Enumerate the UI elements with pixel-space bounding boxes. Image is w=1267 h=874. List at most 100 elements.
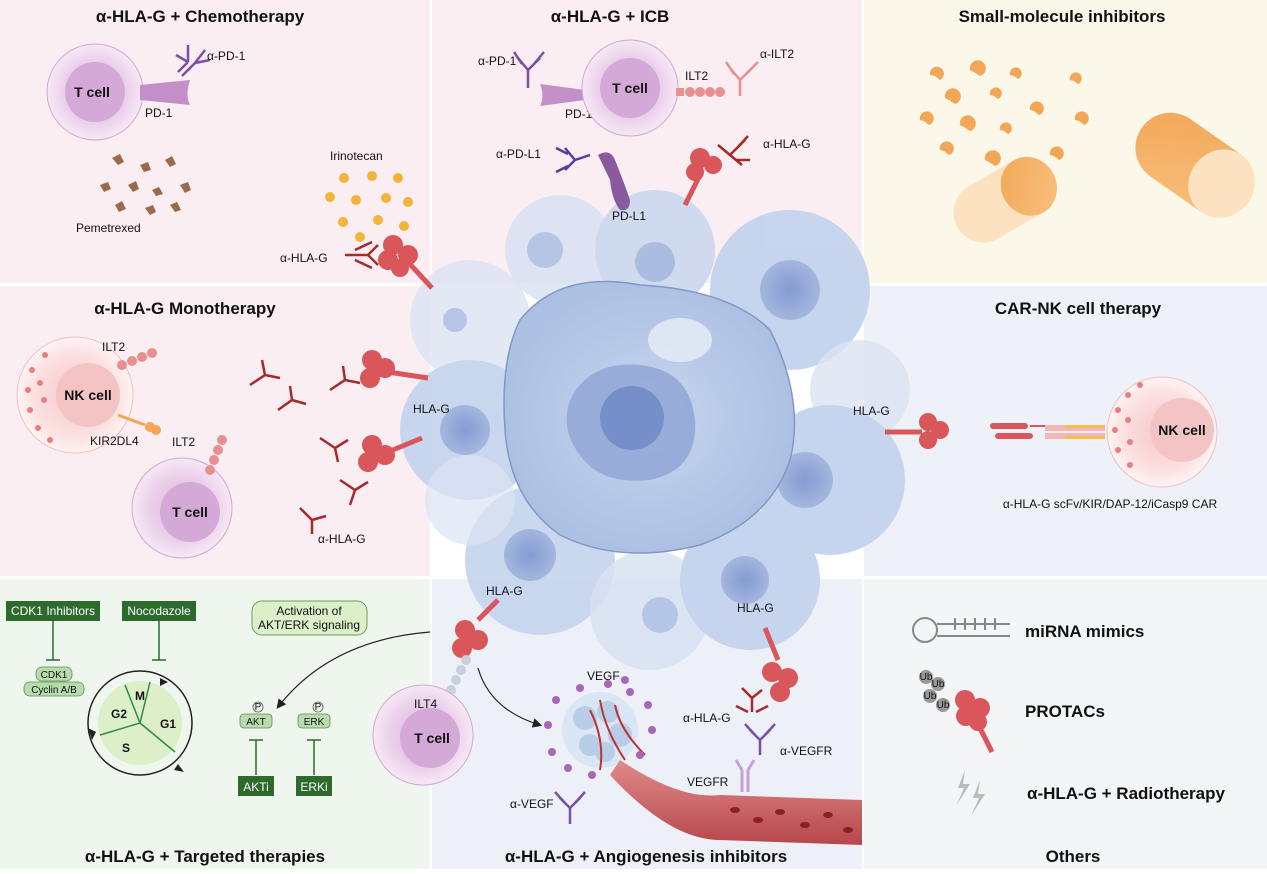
icb-pd1-label: PD-1 bbox=[565, 107, 593, 121]
akt-p-label: P bbox=[255, 702, 262, 713]
cyclin-box bbox=[23, 681, 85, 697]
blood-vessel bbox=[610, 760, 862, 845]
mirna-label: miRNA mimics bbox=[1025, 622, 1144, 641]
radio-label: α-HLA-G + Radiotherapy bbox=[1027, 784, 1225, 803]
mono-t-cell: T cell bbox=[131, 457, 233, 559]
icb-t-cell: T cell bbox=[581, 39, 679, 137]
chemo-anti-hlag-antibody bbox=[345, 240, 379, 270]
akti-label: AKTi bbox=[243, 780, 269, 794]
panel-chemo-bg bbox=[0, 0, 430, 283]
icb-ilt2-receptor bbox=[676, 87, 725, 97]
cdk1-inhibitors-label: CDK1 Inhibitors bbox=[11, 604, 95, 618]
panel-others-bg bbox=[864, 579, 1267, 869]
icb-pd1-receptor bbox=[540, 84, 585, 106]
chemo-anti-pd1-antibody bbox=[175, 45, 211, 77]
erki-box bbox=[296, 776, 332, 796]
mono-ilt2-t-label: ILT2 bbox=[172, 435, 195, 449]
icb-title: α-HLA-G + ICB bbox=[551, 7, 670, 26]
tumor-cluster bbox=[400, 190, 910, 670]
activation-line2: AKT/ERK signaling bbox=[258, 618, 360, 632]
akt-node: P AKT bbox=[239, 701, 273, 729]
others-title: Others bbox=[1046, 847, 1101, 866]
pill-capsule-right bbox=[1135, 112, 1255, 218]
mono-t-cell-label: T cell bbox=[172, 504, 208, 520]
angio-anti-hlag-label: α-HLA-G bbox=[683, 711, 731, 725]
icb-anti-ilt2-antibody bbox=[724, 61, 759, 96]
mono-kir-label: KIR2DL4 bbox=[90, 434, 139, 448]
vegf-label: VEGF bbox=[587, 669, 620, 683]
angio-hlag-left-label: HLA-G bbox=[486, 584, 523, 598]
akt-erk-inhibition-lines bbox=[249, 739, 321, 775]
protac-icon: Ub Ub Ub Ub bbox=[919, 670, 995, 754]
icb-t-cell-label: T cell bbox=[612, 80, 648, 96]
mono-ilt2-nk-receptor bbox=[117, 348, 157, 370]
mono-hlag-label: HLA-G bbox=[413, 402, 450, 416]
angio-hlag-molecule-left bbox=[452, 598, 500, 658]
angio-hlag-right-label: HLA-G bbox=[737, 601, 774, 615]
angio-t-cell: T cell bbox=[372, 684, 474, 786]
carnk-title: CAR-NK cell therapy bbox=[995, 299, 1162, 318]
icb-anti-hlag-label: α-HLA-G bbox=[763, 137, 811, 151]
icb-anti-pd1-antibody bbox=[512, 51, 545, 88]
chemo-pd1-label: PD-1 bbox=[145, 106, 173, 120]
chemo-hlag-molecule bbox=[378, 235, 434, 290]
vegf-cluster bbox=[544, 676, 656, 779]
icb-anti-ilt2-label: α-ILT2 bbox=[760, 47, 794, 61]
angio-title: α-HLA-G + Angiogenesis inhibitors bbox=[505, 847, 787, 866]
ub-label-2: Ub bbox=[932, 679, 945, 690]
akt-label: AKT bbox=[246, 717, 265, 728]
mono-title: α-HLA-G Monotherapy bbox=[94, 299, 276, 318]
activation-box: Activation of AKT/ERK signaling bbox=[251, 600, 368, 636]
mono-nk-cell: NK cell bbox=[16, 336, 134, 454]
small-molecule-particles bbox=[919, 60, 1089, 166]
activation-arrow bbox=[276, 631, 431, 709]
targeted-title: α-HLA-G + Targeted therapies bbox=[85, 847, 325, 866]
anti-vegfr-antibody bbox=[744, 723, 776, 755]
icb-pdl1-label: PD-L1 bbox=[612, 209, 646, 223]
mono-ilt2-nk-label: ILT2 bbox=[102, 340, 125, 354]
icb-anti-pd1-label: α-PD-1 bbox=[478, 54, 517, 68]
small-title: Small-molecule inhibitors bbox=[959, 7, 1166, 26]
nocodazole-label: Nocodazole bbox=[127, 604, 191, 618]
phase-g2-label: G2 bbox=[111, 707, 127, 721]
carnk-nk-cell: NK cell bbox=[1106, 376, 1218, 488]
vegfr-receptor bbox=[734, 759, 756, 792]
pemetrexed-molecules bbox=[100, 154, 191, 215]
icb-anti-pdl1-antibody bbox=[555, 146, 591, 174]
anti-vegfr-label: α-VEGFR bbox=[780, 744, 833, 758]
anti-vegf-label: α-VEGF bbox=[510, 797, 554, 811]
carnk-car-label: α-HLA-G scFv/KIR/DAP-12/iCasp9 CAR bbox=[1003, 497, 1218, 511]
chemo-anti-hlag-label: α-HLA-G bbox=[280, 251, 328, 265]
mono-anti-hlag-label: α-HLA-G bbox=[318, 532, 366, 546]
vegfr-label: VEGFR bbox=[687, 775, 729, 789]
angio-arrow bbox=[477, 667, 543, 728]
phase-s-label: S bbox=[122, 741, 130, 755]
angio-ilt4-label: ILT4 bbox=[414, 697, 437, 711]
car-construct bbox=[990, 423, 1105, 439]
carnk-hlag-molecule bbox=[885, 413, 949, 449]
carnk-hlag-label: HLA-G bbox=[853, 404, 890, 418]
mono-nk-cell-label: NK cell bbox=[64, 387, 111, 403]
carnk-nk-cell-label: NK cell bbox=[1158, 422, 1205, 438]
angio-anti-hlag-antibody bbox=[735, 687, 769, 714]
icb-anti-hlag-antibody bbox=[717, 135, 750, 166]
pemetrexed-label: Pemetrexed bbox=[76, 221, 141, 235]
phase-g1-label: G1 bbox=[160, 717, 176, 731]
erk-label: ERK bbox=[304, 717, 325, 728]
angio-t-cell-label: T cell bbox=[414, 730, 450, 746]
inhibition-lines bbox=[46, 621, 166, 661]
icb-hlag-molecule bbox=[682, 148, 722, 207]
chemo-t-cell-label: T cell bbox=[74, 84, 110, 100]
akti-box bbox=[238, 776, 274, 796]
erk-p-label: P bbox=[315, 702, 322, 713]
phase-m-label: M bbox=[135, 689, 145, 703]
chemo-pd1-receptor bbox=[140, 80, 190, 105]
angio-ilt4-receptor bbox=[446, 655, 471, 695]
nocodazole-box bbox=[122, 601, 196, 621]
mono-hlag-molecules bbox=[358, 350, 429, 472]
cell-cycle-diagram: M G1 G2 S bbox=[87, 670, 193, 776]
irinotecan-molecules bbox=[325, 171, 413, 242]
pill-capsule-left bbox=[953, 156, 1057, 243]
chemo-title: α-HLA-G + Chemotherapy bbox=[96, 7, 305, 26]
cyclin-label: Cyclin A/B bbox=[31, 685, 77, 696]
